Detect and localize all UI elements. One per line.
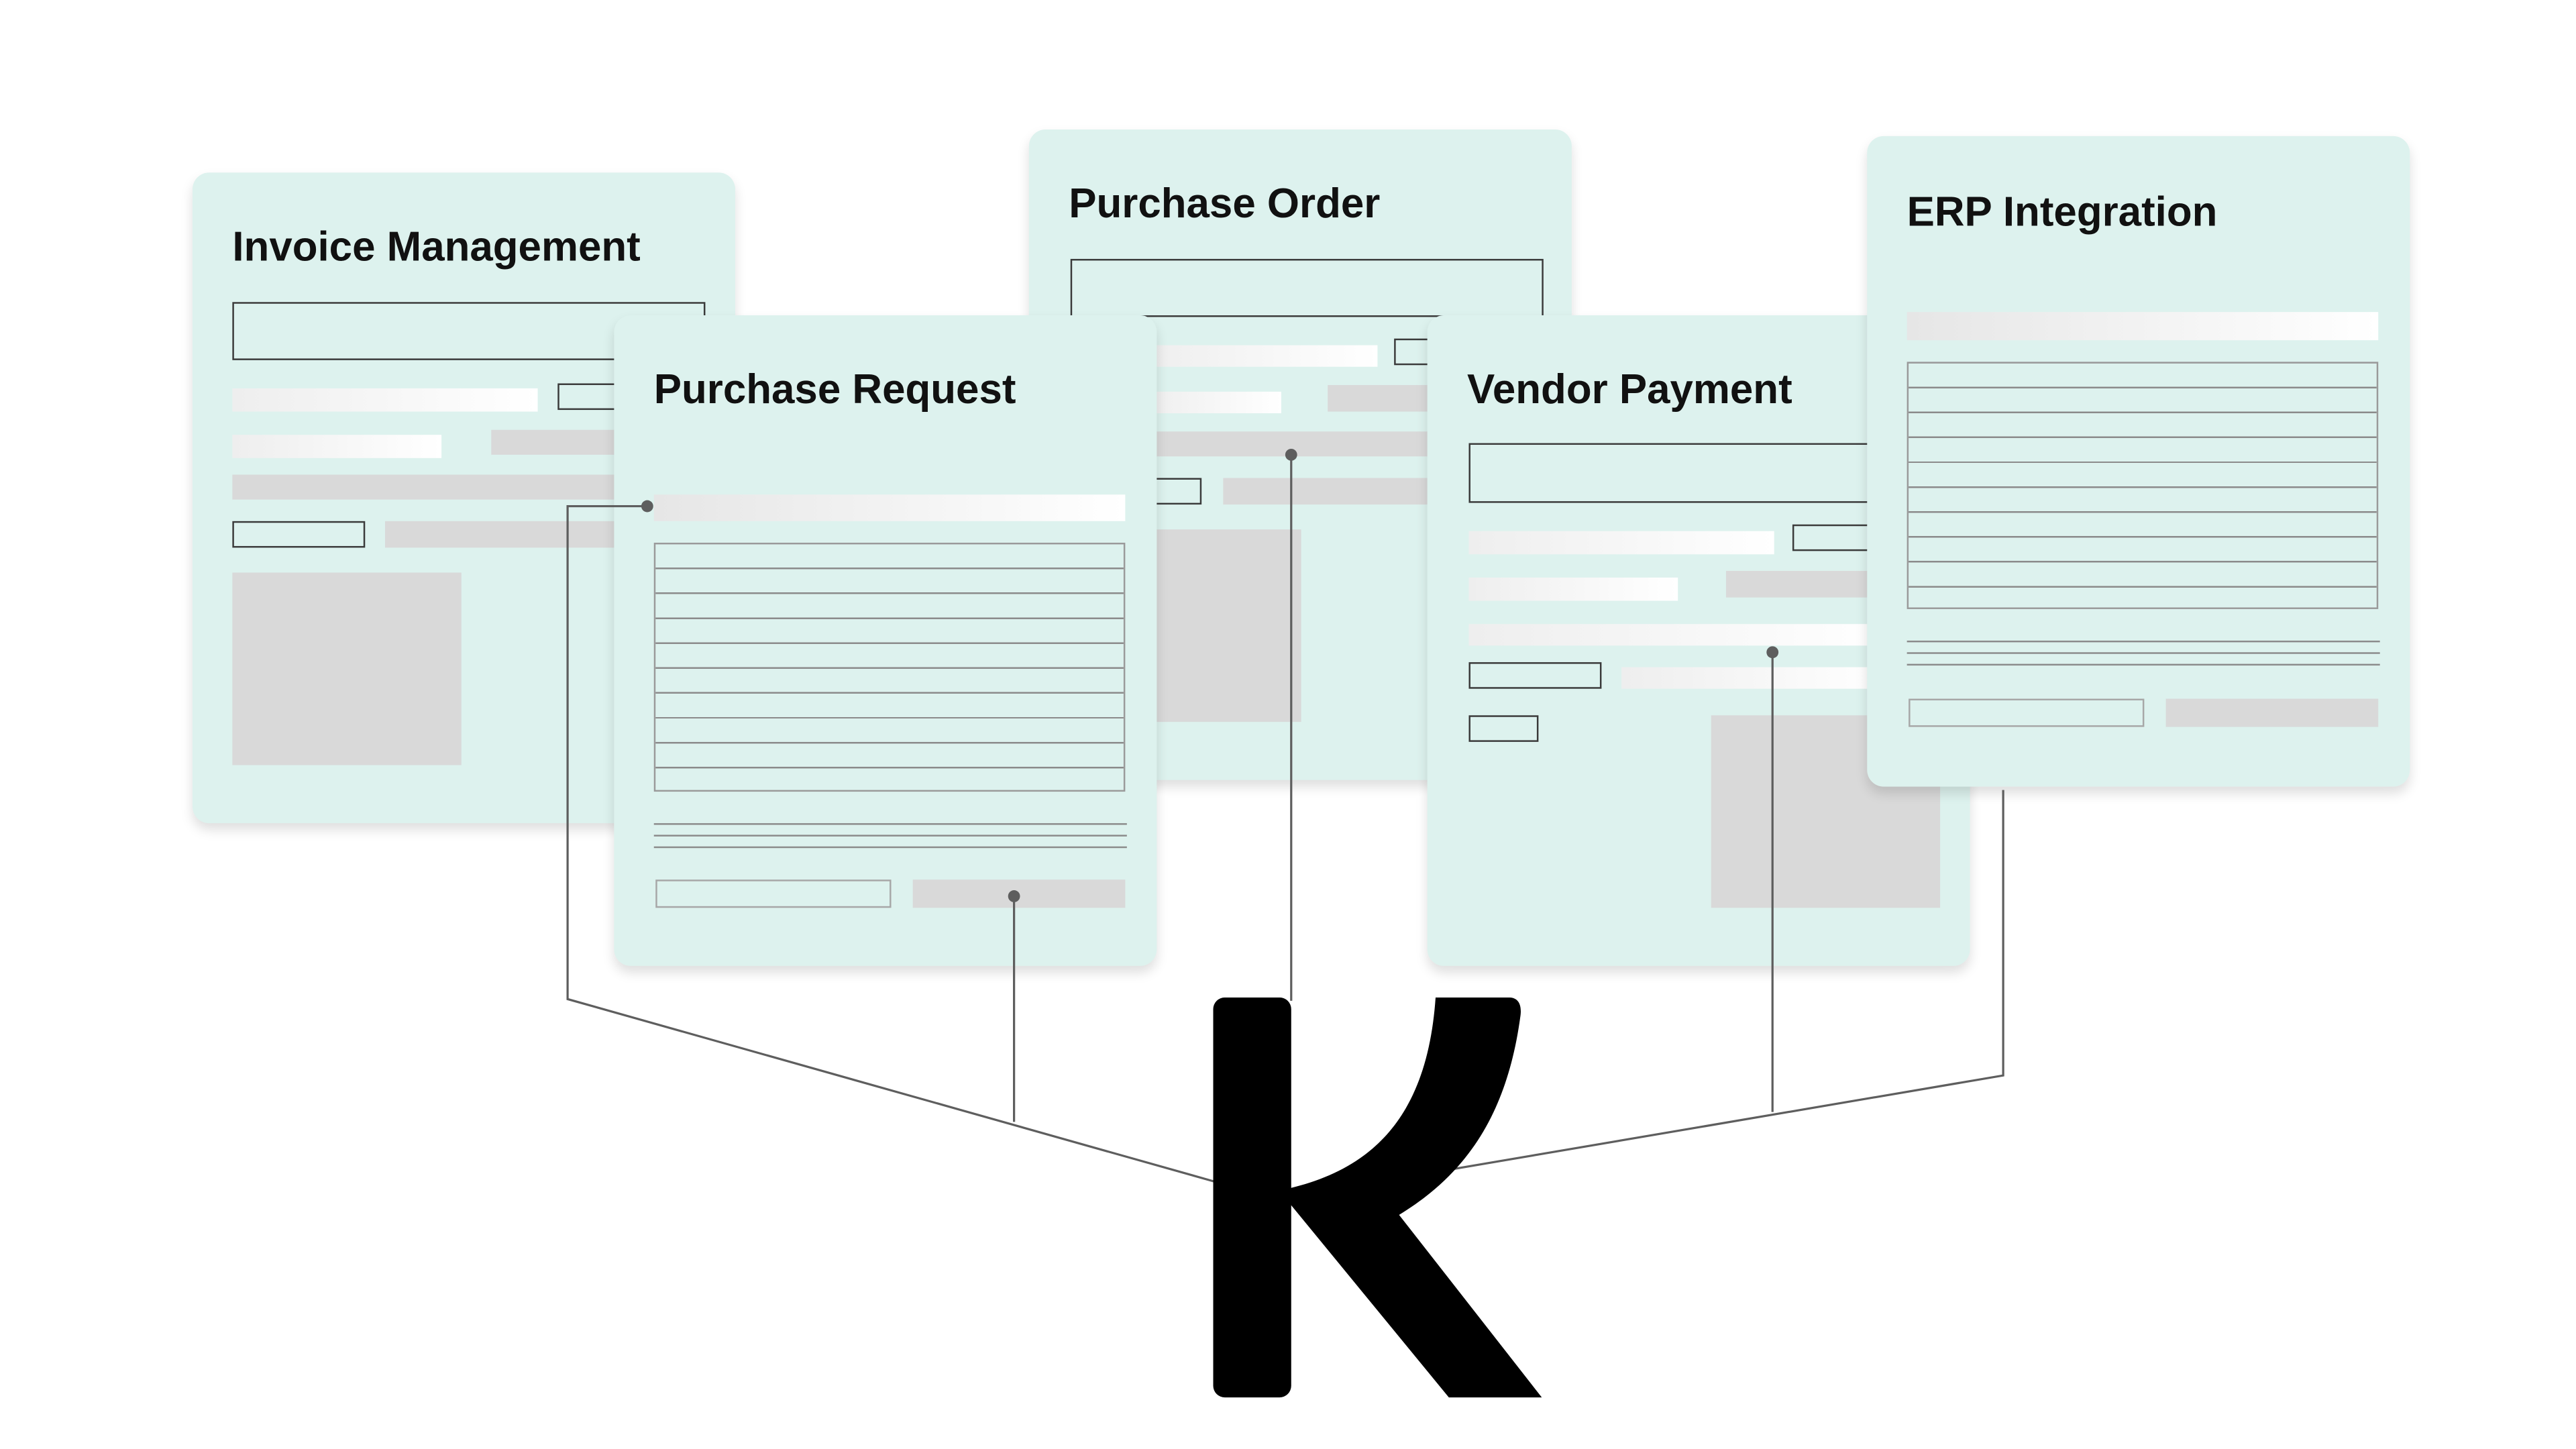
invoice-gray-bar xyxy=(232,474,664,500)
po-input-field xyxy=(1070,258,1544,317)
purchase-request-title: Purchase Request xyxy=(653,366,1016,414)
invoice-text-placeholder xyxy=(232,388,538,412)
erp-summary-rule xyxy=(1907,652,2380,654)
vendor-text-placeholder xyxy=(1621,667,1884,689)
k-brand-logo-icon xyxy=(1213,997,1542,1398)
invoice-management-title: Invoice Management xyxy=(232,223,641,271)
purchase-request-card: Purchase Request xyxy=(614,315,1157,966)
invoice-image-placeholder xyxy=(232,572,462,765)
connector-node xyxy=(641,500,653,513)
erp-summary-rule xyxy=(1907,640,2380,643)
pr-summary-rule xyxy=(653,835,1127,837)
purchase-order-title: Purchase Order xyxy=(1069,180,1381,227)
vendor-gray-bar xyxy=(1725,571,1876,598)
erp-header-bar xyxy=(1907,312,2379,341)
erp-line-items-table xyxy=(1907,362,2379,609)
pr-line-items-table xyxy=(653,542,1126,792)
erp-integration-title: ERP Integration xyxy=(1907,189,2218,236)
pr-header-bar xyxy=(653,494,1126,521)
invoice-text-placeholder xyxy=(232,435,442,458)
pr-summary-rule xyxy=(653,846,1127,849)
erp-submit-bar xyxy=(2165,698,2379,727)
pr-secondary-field xyxy=(655,879,892,908)
po-gray-bar xyxy=(1145,431,1477,457)
vendor-text-placeholder xyxy=(1468,577,1678,601)
connector-node xyxy=(1008,890,1020,902)
connector-node xyxy=(1285,448,1297,461)
vendor-payment-title: Vendor Payment xyxy=(1467,366,1792,414)
pr-summary-rule xyxy=(653,823,1127,825)
connector-erp xyxy=(1447,790,2004,1171)
vendor-small-field xyxy=(1468,715,1539,742)
connector-node xyxy=(1766,646,1779,659)
erp-summary-rule xyxy=(1907,663,2380,666)
vendor-text-placeholder xyxy=(1468,624,1884,646)
vendor-small-field xyxy=(1468,662,1602,689)
po-text-placeholder xyxy=(1145,345,1378,367)
po-image-placeholder xyxy=(1145,529,1301,722)
erp-secondary-field xyxy=(1909,698,2145,727)
erp-integration-card: ERP Integration xyxy=(1867,136,2410,787)
connector-invoice xyxy=(566,504,1216,1183)
po-text-placeholder xyxy=(1145,391,1281,414)
vendor-text-placeholder xyxy=(1468,531,1774,555)
invoice-small-field xyxy=(232,521,366,548)
